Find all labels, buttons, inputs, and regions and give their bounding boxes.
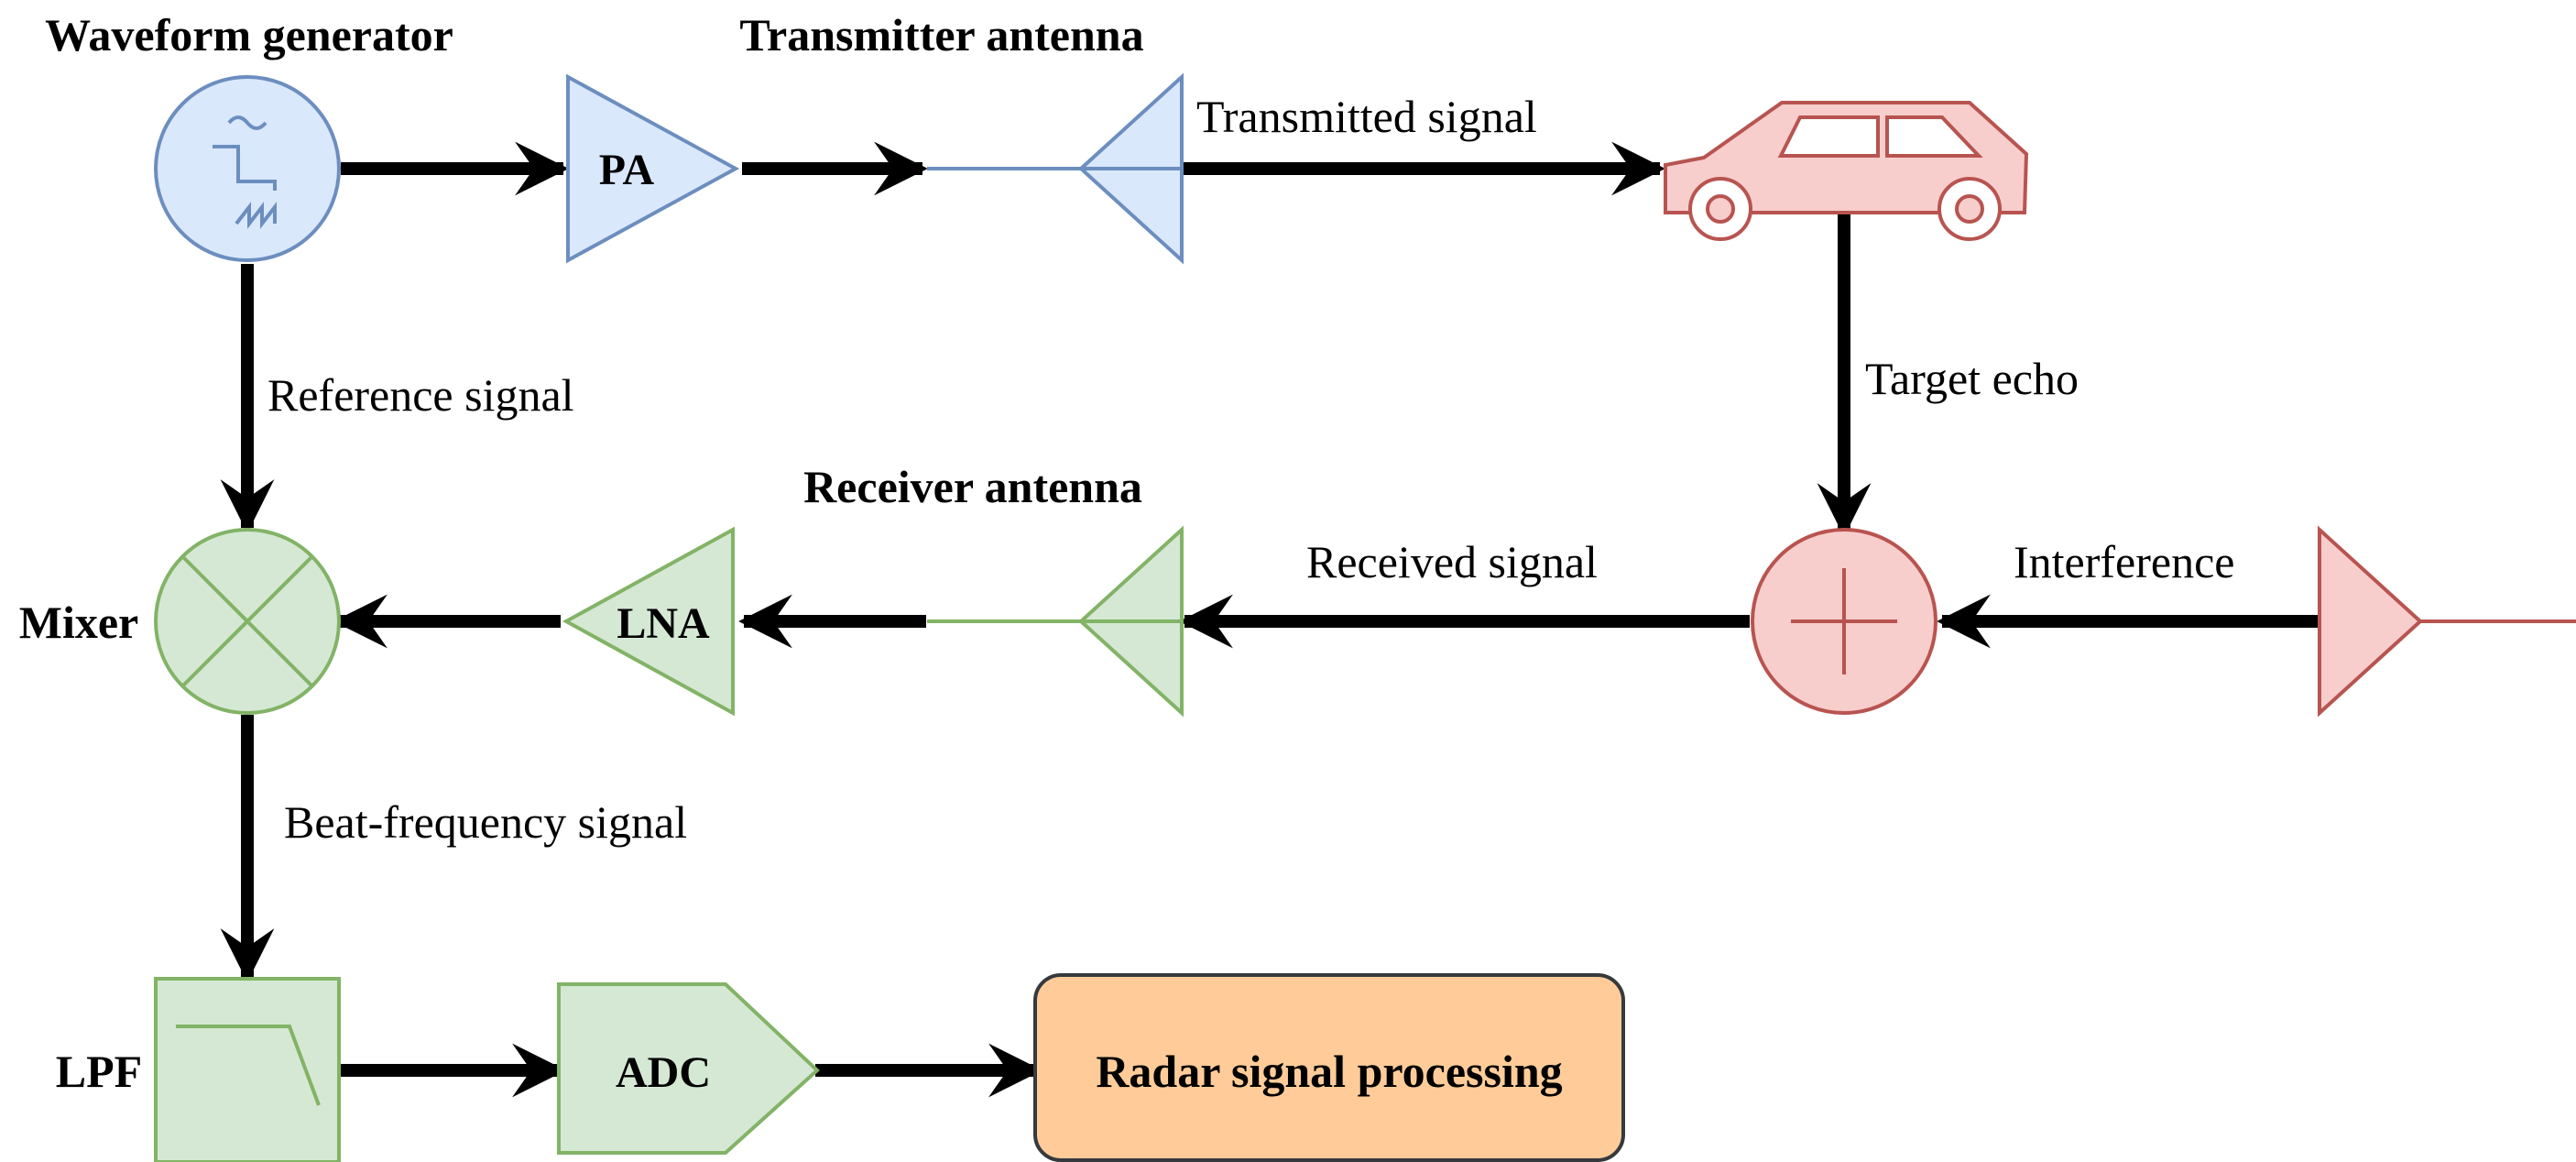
- pa-label: PA: [599, 146, 655, 194]
- receiver-antenna: [927, 525, 1184, 718]
- lpf-label: LPF: [56, 1046, 142, 1097]
- pa-amplifier: [566, 73, 740, 264]
- mixer: [154, 528, 341, 715]
- interference-antenna: [2318, 525, 2576, 718]
- lna-label: LNA: [617, 599, 710, 648]
- lna-amplifier: [562, 526, 735, 717]
- reference-signal-label: Reference signal: [267, 369, 574, 421]
- radar-signal-processing-label: Radar signal processing: [1096, 1046, 1562, 1097]
- beat-frequency-signal-label: Beat-frequency signal: [284, 796, 687, 848]
- transmitter-antenna-label: Transmitter antenna: [739, 9, 1143, 60]
- radar-signal-processing-block: [1033, 973, 1625, 1162]
- waveform-generator: [154, 75, 341, 262]
- adc-label: ADC: [616, 1048, 711, 1097]
- waveform-icon: [213, 115, 277, 229]
- waveform-generator-label: Waveform generator: [45, 9, 453, 60]
- transmitted-signal-label: Transmitted signal: [1196, 91, 1537, 142]
- summing-junction: [1751, 528, 1937, 715]
- transmitter-antenna: [927, 72, 1184, 265]
- adc-block: [557, 982, 820, 1155]
- received-signal-label: Received signal: [1306, 536, 1598, 587]
- interference-label: Interference: [2014, 536, 2234, 587]
- lpf-filter: [154, 977, 341, 1162]
- receiver-antenna-label: Receiver antenna: [803, 461, 1142, 512]
- car-icon: [1664, 101, 2029, 241]
- target-echo-label: Target echo: [1865, 353, 2079, 404]
- mixer-label: Mixer: [19, 597, 138, 648]
